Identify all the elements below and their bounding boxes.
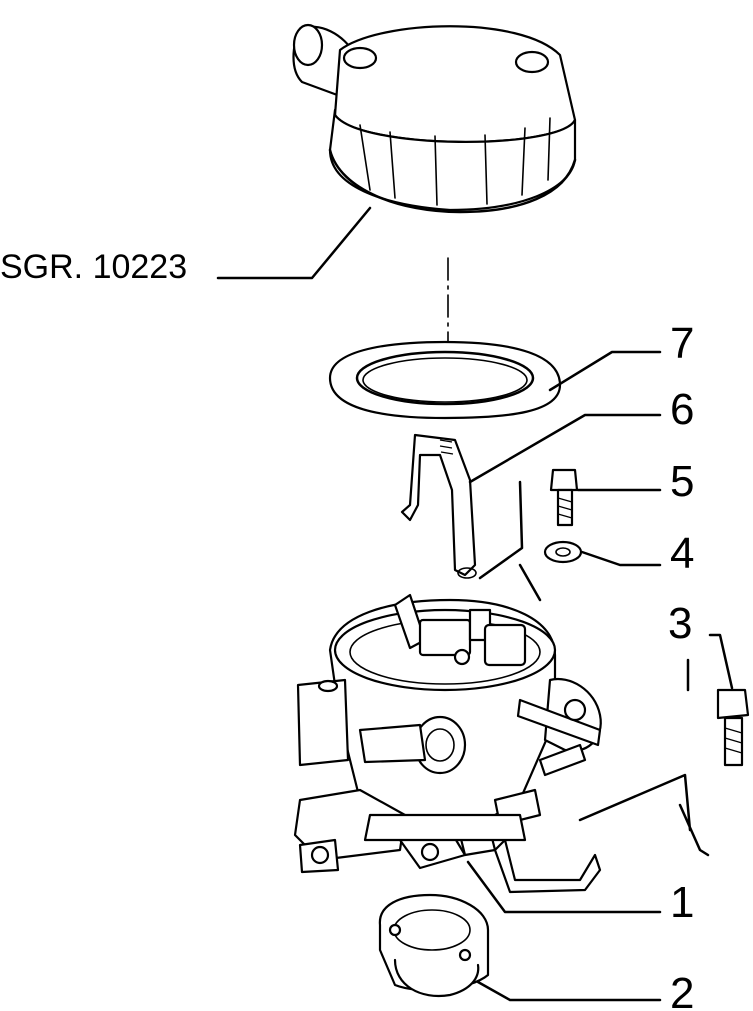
leader-2: [476, 980, 662, 1002]
insulator-spacer: [378, 893, 490, 998]
air-filter-housing: [292, 23, 577, 214]
gasket-ring: [328, 340, 562, 420]
carburetor: [293, 593, 602, 894]
callout-5: 5: [670, 457, 694, 506]
callout-2: 2: [670, 969, 694, 1011]
callout-3: 3: [668, 599, 692, 648]
leader-4: [580, 550, 662, 567]
callout-1: 1: [670, 878, 694, 927]
callout-4: 4: [670, 529, 694, 578]
leader-3: [708, 633, 734, 690]
bolt-3: [716, 688, 750, 767]
break-indicator-upper: [478, 480, 542, 602]
callout-6: 6: [670, 385, 694, 434]
support-bracket: [400, 433, 477, 579]
washer-4: [543, 540, 583, 564]
leader-sgr: [216, 206, 372, 280]
callout-7: 7: [670, 319, 694, 368]
break-indicator-lower: [578, 658, 710, 857]
leader-7: [548, 350, 662, 392]
leader-1: [466, 860, 662, 914]
bolt-5: [549, 468, 579, 527]
reference-label: SGR. 10223: [0, 248, 187, 286]
leader-6: [468, 413, 662, 484]
